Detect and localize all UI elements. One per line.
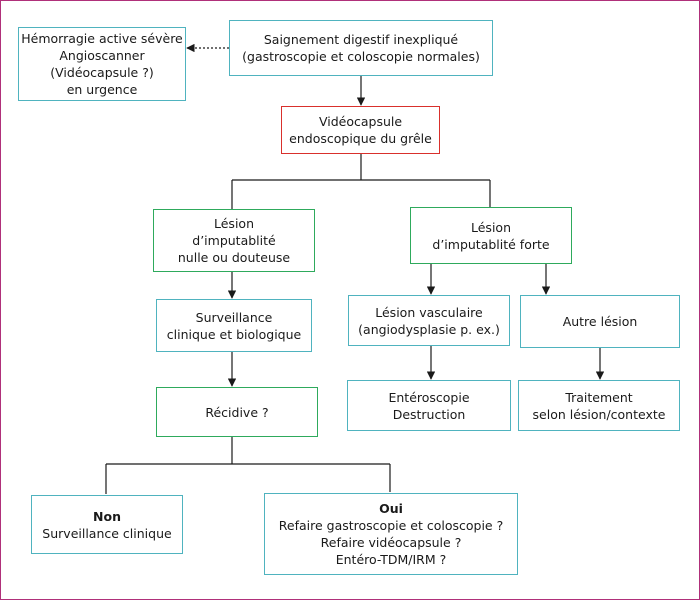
node-oui-line-2: Refaire vidéocapsule ? [320, 535, 462, 550]
node-non-text: Surveillance clinique [42, 525, 172, 541]
node-capsule: Vidéocapsule endoscopique du grêle [281, 106, 440, 154]
node-vascular-line-1: Lésion vasculaire [375, 304, 483, 320]
node-start-line-2: (gastroscopie et coloscopie normales) [242, 49, 480, 64]
node-capsule-line-2: endoscopique du grêle [289, 131, 432, 146]
node-treatment-line-2: selon lésion/contexte [532, 406, 666, 422]
node-enteroscopy-line-2: Destruction [392, 406, 466, 422]
node-recidive: Récidive ? [156, 387, 318, 437]
node-lesion-low: Lésion d’imputablité nulle ou douteuse [153, 209, 315, 272]
node-oui-title: Oui [379, 501, 403, 516]
node-start-line-1: Saignement digestif inexpliqué [263, 32, 459, 47]
node-hemorrhage-line-3: (Vidéocapsule ?) [50, 65, 154, 80]
connector-recidive-split [105, 437, 391, 494]
node-enteroscopy-line-1: Entéroscopie [388, 389, 470, 405]
node-oui-line-3: Entéro-TDM/IRM ? [335, 552, 447, 567]
node-hemorrhage-line-4: en urgence [66, 82, 138, 97]
connector-capsule-split [231, 154, 491, 209]
node-vascular-line-2: (angiodysplasie p. ex.) [358, 321, 500, 337]
node-hemorrhage-line-1: Hémorragie active sévère [21, 31, 183, 46]
node-surveillance-line-2: clinique et biologique [166, 326, 302, 342]
node-surveillance-line-1: Surveillance [195, 309, 273, 325]
node-hemorrhage-line-2: Angioscanner [59, 48, 145, 63]
node-capsule-line-1: Vidéocapsule [318, 114, 403, 129]
node-treatment-line-1: Traitement [565, 389, 633, 405]
node-start: Saignement digestif inexpliqué (gastrosco… [229, 20, 493, 76]
node-lesion-low-line-3: nulle ou douteuse [177, 250, 291, 265]
node-oui-line-1: Refaire gastroscopie et coloscopie ? [278, 518, 504, 533]
node-lesion-low-line-2: d’imputablité [192, 233, 276, 248]
node-lesion-high-line-1: Lésion [471, 219, 511, 235]
node-lesion-high-line-2: d’imputablité forte [432, 236, 550, 252]
node-vascular: Lésion vasculaire(angiodysplasie p. ex.) [348, 295, 510, 346]
node-recidive-line-1: Récidive ? [205, 404, 269, 420]
node-non: Non Surveillance clinique [31, 495, 183, 554]
node-non-title: Non [93, 508, 121, 524]
node-other-line-1: Autre lésion [562, 314, 638, 329]
node-oui: Oui Refaire gastroscopie et coloscopie ?… [264, 493, 518, 575]
node-other: Autre lésion [520, 295, 680, 348]
node-lesion-low-line-1: Lésion [214, 216, 254, 231]
